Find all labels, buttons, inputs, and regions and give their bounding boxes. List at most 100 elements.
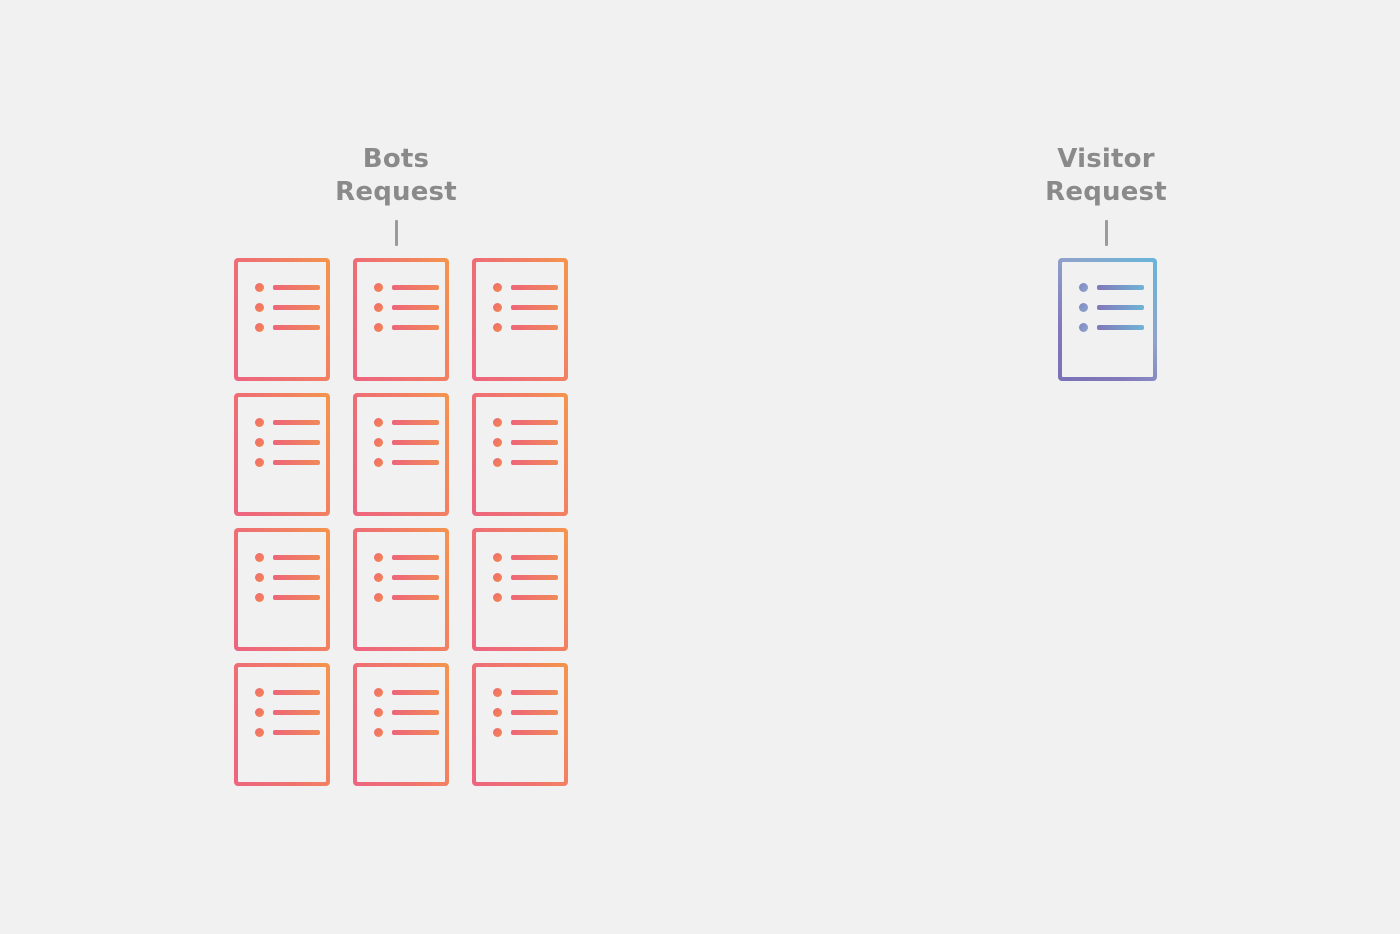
list-item xyxy=(493,303,564,312)
document-list-icon xyxy=(476,532,564,647)
text-line xyxy=(273,690,320,695)
list-item xyxy=(1079,303,1153,312)
document-list-icon xyxy=(1062,262,1153,377)
bot-request-document-7[interactable] xyxy=(234,528,330,651)
text-line xyxy=(392,730,439,735)
bullet-icon xyxy=(374,708,383,717)
bullet-icon xyxy=(493,323,502,332)
document-list-icon xyxy=(476,397,564,512)
bot-request-document-10[interactable] xyxy=(234,663,330,786)
text-line xyxy=(273,555,320,560)
text-line xyxy=(273,305,320,310)
list-item xyxy=(374,323,445,332)
list-item xyxy=(374,728,445,737)
bullet-icon xyxy=(374,303,383,312)
visitor-request-document-1[interactable] xyxy=(1058,258,1157,381)
document-list-icon xyxy=(357,667,445,782)
list-item xyxy=(255,573,326,582)
bullet-icon xyxy=(255,458,264,467)
document-lines xyxy=(374,553,445,602)
bullet-icon xyxy=(374,418,383,427)
bullet-icon xyxy=(493,438,502,447)
text-line xyxy=(392,555,439,560)
list-item xyxy=(374,688,445,697)
text-line xyxy=(511,305,558,310)
bullet-icon xyxy=(493,573,502,582)
bot-request-document-1[interactable] xyxy=(234,258,330,381)
text-line xyxy=(273,710,320,715)
bullet-icon xyxy=(374,553,383,562)
bullet-icon xyxy=(255,728,264,737)
bot-request-document-9[interactable] xyxy=(472,528,568,651)
document-lines xyxy=(493,688,564,737)
text-line xyxy=(511,440,558,445)
text-line xyxy=(1097,325,1144,330)
bot-request-document-3[interactable] xyxy=(472,258,568,381)
bullet-icon xyxy=(255,283,264,292)
document-list-icon xyxy=(238,397,326,512)
text-line xyxy=(392,440,439,445)
bot-request-document-2[interactable] xyxy=(353,258,449,381)
document-lines xyxy=(493,418,564,467)
bullet-icon xyxy=(493,688,502,697)
bots-request-title: Bots Request xyxy=(335,144,457,207)
bullet-icon xyxy=(374,323,383,332)
text-line xyxy=(392,460,439,465)
document-list-icon xyxy=(238,667,326,782)
bullet-icon xyxy=(374,283,383,292)
text-line xyxy=(1097,285,1144,290)
bot-request-document-11[interactable] xyxy=(353,663,449,786)
document-lines xyxy=(374,418,445,467)
list-item xyxy=(255,728,326,737)
document-list-icon xyxy=(357,397,445,512)
bullet-icon xyxy=(374,573,383,582)
document-lines xyxy=(374,688,445,737)
list-item xyxy=(493,323,564,332)
text-line xyxy=(273,420,320,425)
list-item xyxy=(374,438,445,447)
list-item xyxy=(255,323,326,332)
list-item xyxy=(255,593,326,602)
bot-request-document-12[interactable] xyxy=(472,663,568,786)
text-line xyxy=(511,595,558,600)
list-item xyxy=(493,573,564,582)
list-item xyxy=(255,438,326,447)
bullet-icon xyxy=(255,688,264,697)
text-line xyxy=(511,325,558,330)
list-item xyxy=(255,458,326,467)
bullet-icon xyxy=(493,728,502,737)
bot-request-document-4[interactable] xyxy=(234,393,330,516)
text-line xyxy=(392,690,439,695)
bot-request-document-8[interactable] xyxy=(353,528,449,651)
list-item xyxy=(493,593,564,602)
list-item xyxy=(374,458,445,467)
bullet-icon xyxy=(374,458,383,467)
list-item xyxy=(255,283,326,292)
list-item xyxy=(374,283,445,292)
bullet-icon xyxy=(493,303,502,312)
bullet-icon xyxy=(255,708,264,717)
list-item xyxy=(374,573,445,582)
list-item xyxy=(374,303,445,312)
list-item xyxy=(493,458,564,467)
text-line xyxy=(511,575,558,580)
bullet-icon xyxy=(374,688,383,697)
bot-request-document-6[interactable] xyxy=(472,393,568,516)
bullet-icon xyxy=(493,593,502,602)
text-line xyxy=(273,440,320,445)
document-lines xyxy=(493,283,564,332)
list-item xyxy=(374,593,445,602)
list-item xyxy=(255,303,326,312)
text-line xyxy=(273,730,320,735)
text-line xyxy=(392,710,439,715)
text-line xyxy=(273,575,320,580)
bot-request-document-5[interactable] xyxy=(353,393,449,516)
text-line xyxy=(392,305,439,310)
visitor-request-card-grid xyxy=(1058,258,1157,381)
list-item xyxy=(493,283,564,292)
list-item xyxy=(493,438,564,447)
text-line xyxy=(511,730,558,735)
visitor-connector-line xyxy=(1104,219,1108,246)
bots-connector-line xyxy=(394,219,398,246)
bots-request-group: Bots Request xyxy=(246,143,546,246)
